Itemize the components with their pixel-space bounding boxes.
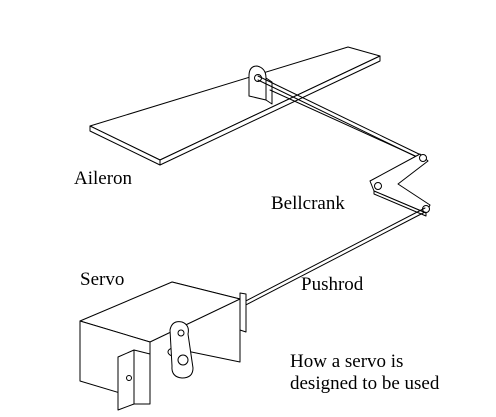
aileron-label: Aileron xyxy=(74,168,133,189)
bellcrank-label: Bellcrank xyxy=(271,193,345,214)
diagram-caption: How a servo is designed to be used xyxy=(290,351,439,395)
upper-pushrod xyxy=(257,75,425,161)
pushrod-label: Pushrod xyxy=(301,274,364,295)
caption-line-2: designed to be used xyxy=(290,373,440,394)
servo xyxy=(79,281,247,411)
bellcrank xyxy=(369,153,431,217)
caption-line-1: How a servo is xyxy=(290,351,404,372)
aileron-plate xyxy=(89,46,381,166)
servo-label: Servo xyxy=(80,269,125,290)
